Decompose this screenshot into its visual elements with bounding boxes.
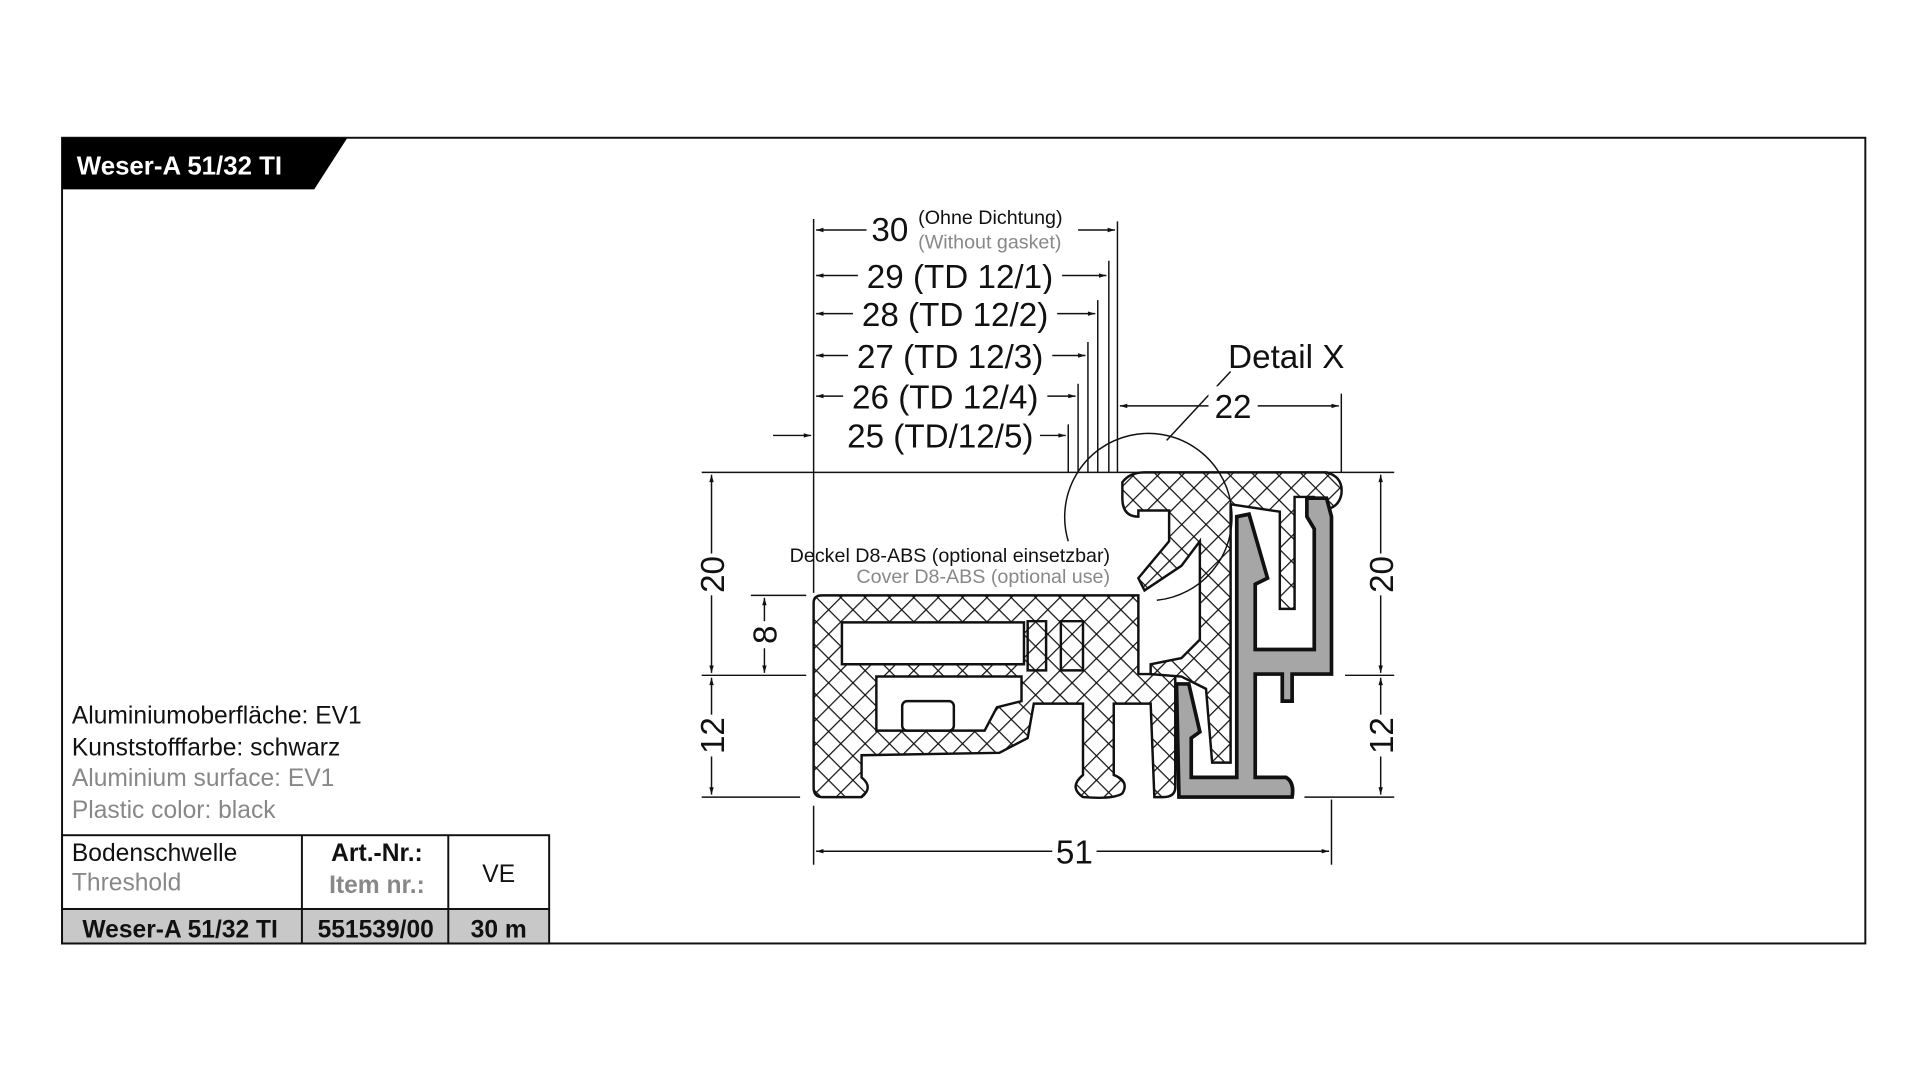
detail-circle [1063,432,1233,602]
row-unit: 30 m [471,916,527,943]
aluminium-profile [1174,496,1334,799]
header-unit: VE [482,861,515,888]
plastic-body [812,594,1177,800]
header-type-en: Threshold [72,870,181,897]
cover-label-de: Deckel D8-ABS (optional einsetzbar) [790,545,1110,567]
header-type-de: Bodenschwelle [72,840,237,867]
dim-22: 22 [1215,389,1252,426]
cover-label-en: Cover D8-ABS (optional use) [856,566,1110,588]
dim-25: 25 (TD/12/5) [847,419,1033,456]
dim-28: 28 (TD 12/2) [862,297,1048,334]
dim-right-20: 20 [1364,556,1401,593]
note-surface-en: Aluminium surface: EV1 [72,765,334,792]
dim-left-12: 12 [695,717,732,754]
dim-bottom-51: 51 [1056,835,1093,872]
detail-x-label: Detail X [1228,339,1344,376]
dim-26: 26 (TD 12/4) [852,379,1038,416]
dim-29: 29 (TD 12/1) [867,259,1053,296]
dim-left-20: 20 [695,556,732,593]
item-table: Bodenschwelle Threshold Art.-Nr.: Item n… [61,834,551,945]
dim-right-12: 12 [1364,717,1401,754]
note-color-de: Kunststofffarbe: schwarz [72,734,340,761]
header-item-en: Item nr.: [329,872,425,899]
dim-27: 27 (TD 12/3) [857,339,1043,376]
small-slot [900,699,956,732]
reference-lines [701,218,1395,865]
plastic-fins [1026,619,1085,672]
row-item-nr: 551539/00 [318,916,434,943]
row-name: Weser-A 51/32 TI [82,916,277,943]
sheet-frame [61,136,1867,945]
note-surface-de: Aluminiumoberfläche: EV1 [72,702,362,729]
title: Weser-A 51/32 TI [77,153,282,181]
note-color-en: Plastic color: black [72,797,276,824]
header-item-de: Art.-Nr.: [331,840,423,867]
dimension-labels: 30 (Ohne Dichtung) (Without gasket) 29 (… [695,206,1401,872]
dim-30: 30 [871,212,908,249]
profile-section [812,370,1343,800]
dim-30-note-en: (Without gasket) [918,231,1061,253]
dim-left-8: 8 [748,625,785,643]
dim-30-note-de: (Ohne Dichtung) [918,207,1062,229]
title-tab [62,137,348,190]
